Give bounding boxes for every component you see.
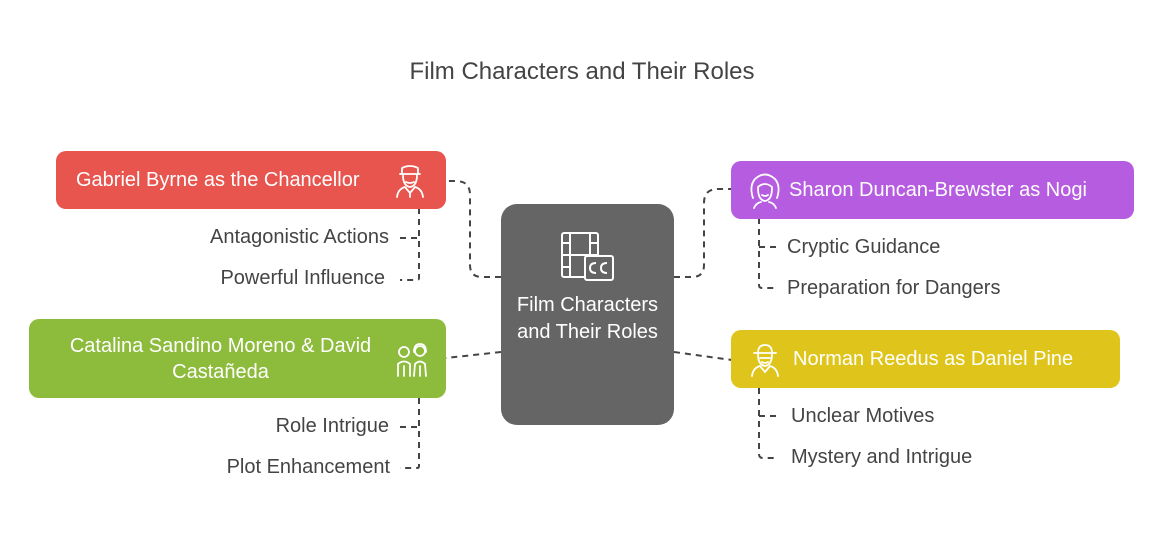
sub-item: Plot Enhancement (226, 456, 390, 478)
branch-card-duo: Catalina Sandino Moreno & David Castañed… (29, 319, 446, 398)
sub-connector-cryptic (758, 218, 778, 289)
sub-connector-antagonistic (400, 208, 420, 281)
sub-item: Antagonistic Actions (210, 226, 389, 248)
chancellor-icon (396, 165, 424, 198)
sub-connector-unclear (758, 388, 778, 459)
branch-card-chancellor: Gabriel Byrne as the Chancellor (56, 151, 446, 209)
connector-nogi (674, 188, 732, 278)
film-subtitles-icon (561, 232, 614, 281)
diagram-title: Film Characters and Their Roles (409, 58, 755, 85)
connector-chancellor (448, 180, 501, 278)
sub-connector-role (400, 398, 420, 469)
sub-item: Role Intrigue (275, 415, 389, 437)
sub-item: Cryptic Guidance (787, 236, 941, 258)
sub-item: Powerful Influence (220, 267, 385, 289)
sub-item: Unclear Motives (791, 405, 935, 427)
center-node: Film Characters and Their Roles (501, 204, 674, 425)
branch-label: Norman Reedus as Daniel Pine (793, 348, 1074, 370)
woman-face-icon (750, 173, 780, 209)
branch-card-pine: Norman Reedus as Daniel Pine (731, 330, 1120, 388)
connector-duo (445, 351, 502, 359)
connector-pine (673, 351, 733, 361)
branch-card-nogi: Sharon Duncan-Brewster as Nogi (731, 161, 1134, 219)
branch-label: Catalina Sandino Moreno & David Castañed… (69, 334, 372, 383)
explorer-icon (751, 344, 779, 377)
branch-label: Sharon Duncan-Brewster as Nogi (789, 179, 1087, 201)
sub-item: Mystery and Intrigue (791, 446, 973, 468)
center-label: Film Characters and Their Roles (516, 294, 659, 343)
branch-label: Gabriel Byrne as the Chancellor (76, 169, 360, 191)
duo-characters-icon (397, 342, 427, 377)
sub-item: Preparation for Dangers (787, 277, 1001, 299)
